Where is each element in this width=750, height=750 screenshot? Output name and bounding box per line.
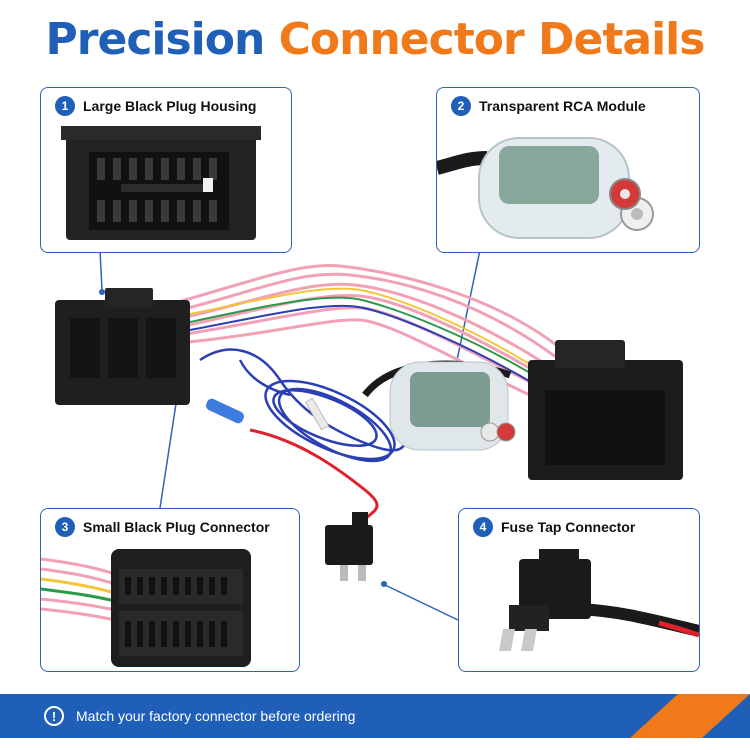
small-plug-connector-image [41,549,251,667]
rca-module-image [437,137,654,239]
fuse-tap-small [325,512,373,581]
rca-module [362,360,516,451]
callout-transparent-rca-module: 2 Transparent RCA Module [436,87,700,253]
info-icon: ! [44,706,64,726]
footer-banner: ! Match your factory connector before or… [0,694,750,738]
title-word-precision: Precision [45,14,266,65]
callout-label: Small Black Plug Connector [83,519,270,535]
callout-small-black-plug: 3 Small Black Plug Connector [40,508,300,672]
callout-fuse-tap: 4 Fuse Tap Connector [458,508,700,672]
large-plug-left [55,288,190,405]
title-word-connector-details: Connector Details [278,14,706,65]
callout-label: Transparent RCA Module [479,98,646,114]
page-title: Precision Connector Details [0,14,750,65]
callout-number-badge: 1 [55,96,75,116]
callout-label: Fuse Tap Connector [501,519,636,535]
large-plug-right [528,340,683,480]
callout-number-badge: 2 [451,96,471,116]
callout-number-badge: 3 [55,517,75,537]
large-plug-housing-image [61,126,261,240]
footer-message: Match your factory connector before orde… [76,708,356,724]
callout-large-black-plug: 1 Large Black Plug Housing [40,87,292,253]
callout-number-badge: 4 [473,517,493,537]
footer-orange-stripe [630,694,750,738]
callout-label: Large Black Plug Housing [83,98,257,114]
fuse-tap-image [499,549,699,651]
